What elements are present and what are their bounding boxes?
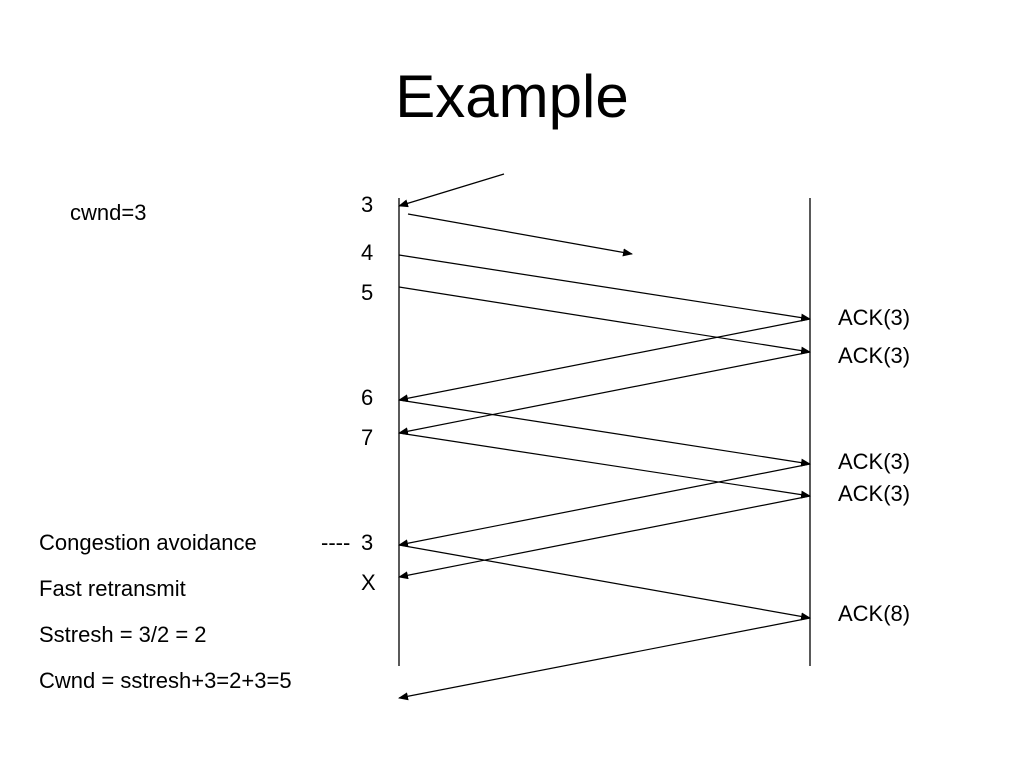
retransmit-3-arrow xyxy=(398,544,811,621)
sender-label-5: 5 xyxy=(361,280,374,305)
cwnd-update-label: Cwnd = sstresh+3=2+3=5 xyxy=(39,668,292,693)
ack-3-arrow-1 xyxy=(398,318,811,403)
cwnd-label: cwnd=3 xyxy=(70,200,147,225)
outgoing-segment-arrow xyxy=(407,213,633,257)
dashes-label: ---- xyxy=(321,530,351,555)
ack-3-arrow-2 xyxy=(398,351,811,436)
segment-7-arrow xyxy=(398,432,811,499)
incoming-arrow xyxy=(398,173,505,208)
ack-label-1: ACK(3) xyxy=(838,305,911,330)
ack-label-4: ACK(3) xyxy=(838,481,911,506)
segment-6-arrow xyxy=(398,399,811,467)
ack-3-arrow-3 xyxy=(398,463,811,548)
ack-8-arrow xyxy=(398,617,811,701)
sender-label-3: 3 xyxy=(361,192,374,217)
fast-retransmit-label: Fast retransmit xyxy=(39,576,186,601)
segment-4-arrow xyxy=(398,254,811,322)
sender-label-x: X xyxy=(361,570,376,595)
sender-label-4: 4 xyxy=(361,240,374,265)
ack-3-arrow-4 xyxy=(398,495,811,580)
sender-label-7: 7 xyxy=(361,425,374,450)
segment-5-arrow xyxy=(398,286,811,355)
slide-title: Example xyxy=(395,63,629,130)
ack-label-5: ACK(8) xyxy=(838,601,911,626)
ack-label-2: ACK(3) xyxy=(838,343,911,368)
sender-label-3-retransmit: 3 xyxy=(361,530,374,555)
sstresh-label: Sstresh = 3/2 = 2 xyxy=(39,622,207,647)
ack-label-3: ACK(3) xyxy=(838,449,911,474)
congestion-avoidance-label: Congestion avoidance xyxy=(39,530,257,555)
sender-label-6: 6 xyxy=(361,385,374,410)
